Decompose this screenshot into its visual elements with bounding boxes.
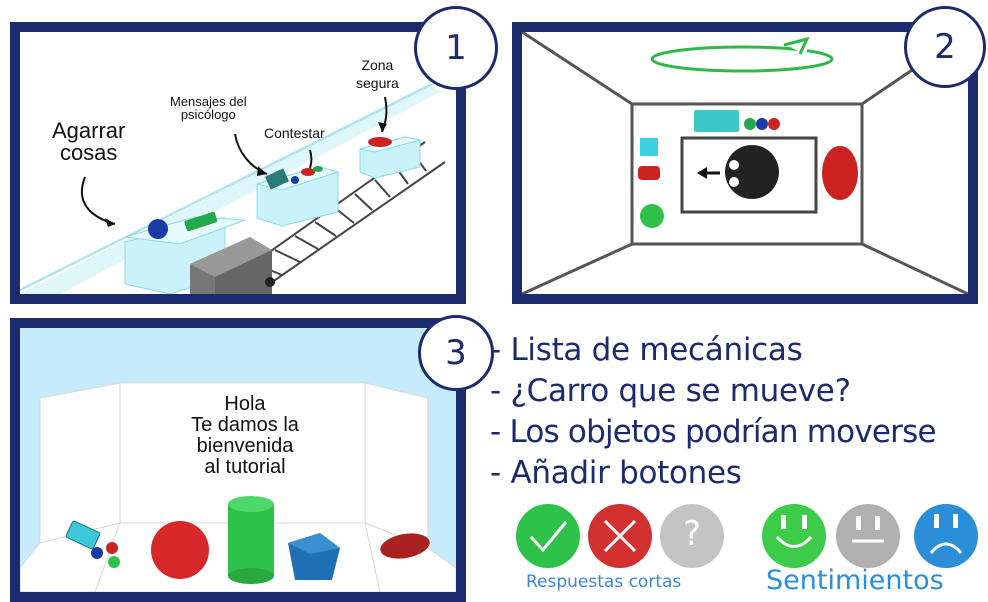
mechanics-item-2: - ¿Carro que se mueve? [490, 373, 851, 409]
red-ball [151, 521, 209, 579]
cyan-cube [640, 138, 658, 156]
table-safe-zone [359, 136, 421, 179]
panel-2 [512, 22, 978, 304]
welcome-message: Hola Te damos la bienvenida al tutorial [191, 393, 299, 478]
panel-3-scene [20, 382, 456, 592]
sad-face-icon [914, 504, 978, 568]
green-ball [640, 204, 664, 228]
green-cylinder [228, 504, 274, 576]
mechanics-item-3: - Los objetos podrían moverse [490, 414, 937, 450]
question-mark: ? [682, 514, 702, 554]
red-button [368, 137, 392, 147]
player-head [725, 145, 779, 199]
happy-face-icon [762, 504, 826, 568]
label-answer: Contestar [264, 125, 325, 141]
cross-icon [588, 504, 652, 568]
feelings-label: Sentimientos [766, 565, 944, 596]
cyan-block [694, 110, 739, 132]
table-messages [256, 166, 340, 227]
panel-3-number: 3 [418, 315, 494, 391]
neutral-face-icon [836, 504, 900, 568]
red-disc [380, 533, 430, 559]
panel-2-room [522, 32, 968, 294]
panel-2-number: 2 [904, 6, 986, 88]
gray-cart [190, 237, 275, 294]
rotation-arrow [650, 45, 834, 73]
red-cylinder [638, 166, 660, 180]
green-block [184, 211, 218, 232]
panel-3: Hola Te damos la bienvenida al tutorial [10, 318, 466, 602]
blue-ball [148, 219, 168, 239]
red-oval [822, 146, 858, 200]
cyan-tablet [65, 520, 101, 550]
check-icon [516, 504, 580, 568]
mechanics-item-1: - Lista de mecánicas [490, 332, 803, 368]
phone-object [264, 168, 290, 190]
mechanics-item-4: - Añadir botones [490, 455, 742, 491]
panel-1-scene [20, 83, 446, 294]
panel-1-number: 1 [414, 6, 498, 90]
short-answers-label: Respuestas cortas [526, 572, 682, 592]
